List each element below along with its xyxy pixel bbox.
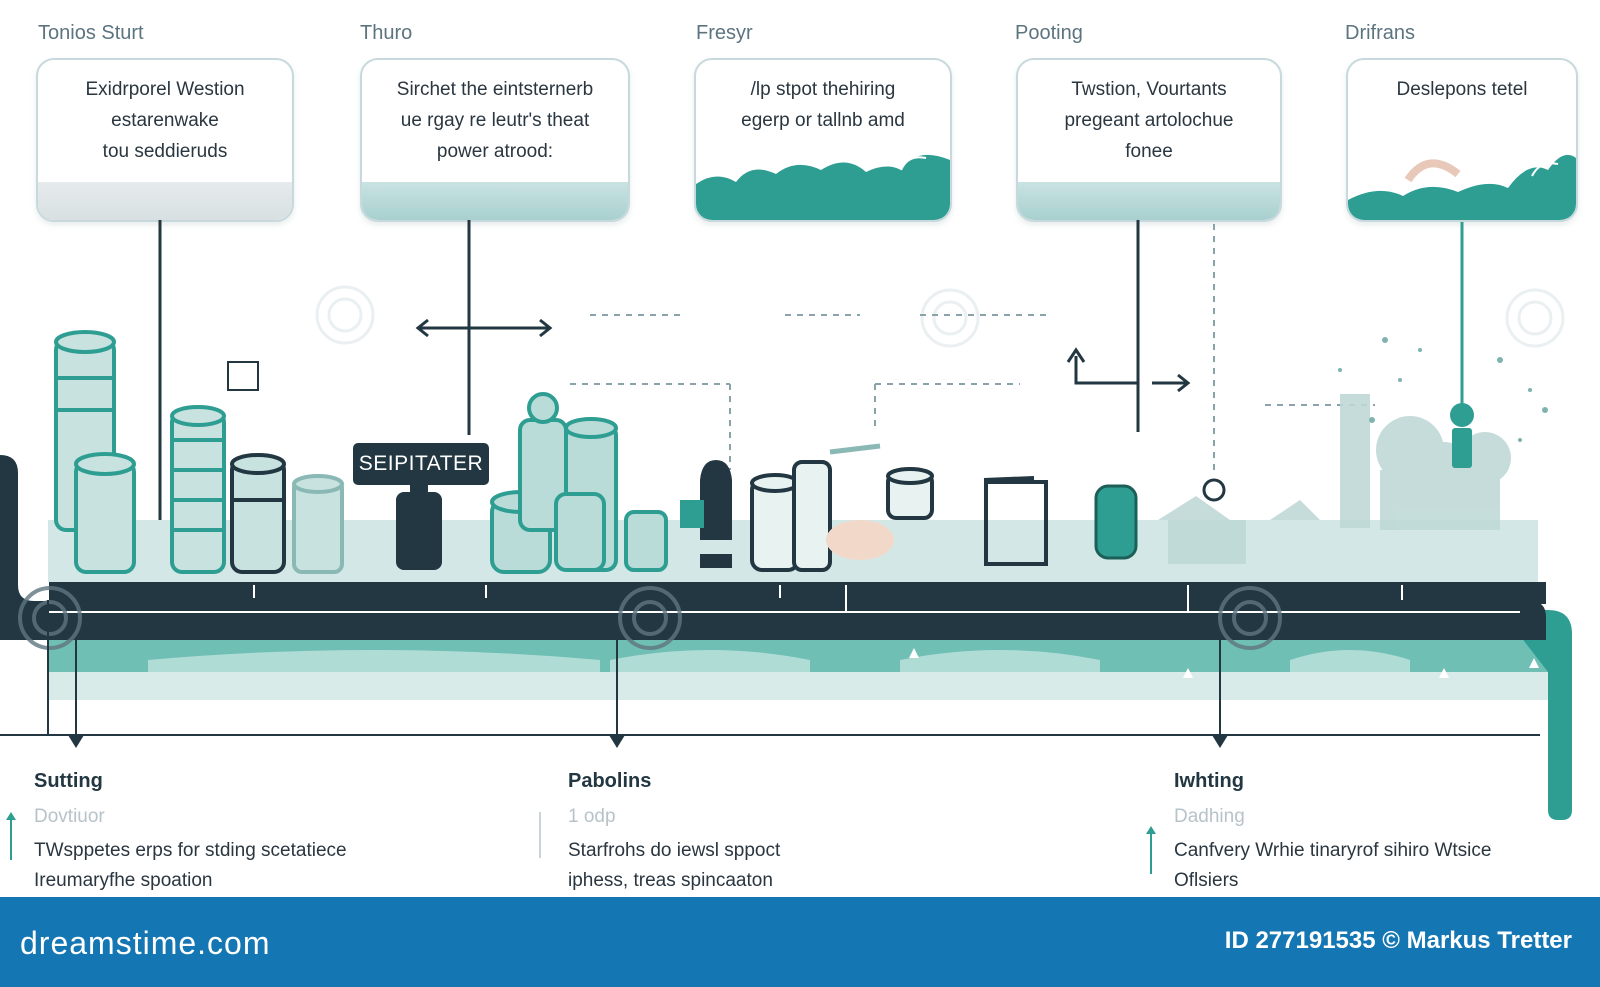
stage-card-text: Exidrporel Westion estarenwake tou seddi… bbox=[85, 79, 245, 162]
card-base bbox=[1018, 182, 1280, 220]
city-icon bbox=[1158, 394, 1511, 564]
machine-icon bbox=[983, 476, 1048, 566]
divider-mark bbox=[539, 812, 541, 858]
phase-3: Iwhting Dadhing Canfvery Wrhie tinaryrof… bbox=[1174, 770, 1491, 891]
tank-cluster-icon bbox=[54, 330, 344, 574]
cylinder-icon bbox=[750, 460, 934, 572]
phase-text: TWsppetes erps for stding scetatiece Ire… bbox=[34, 840, 347, 891]
teal-pipe bbox=[1500, 610, 1572, 820]
up-arrow-icon bbox=[1146, 826, 1156, 874]
phase-title: Sutting bbox=[34, 770, 103, 792]
footer-bar: dreamstime.com ID 277191535 © Markus Tre… bbox=[0, 897, 1600, 987]
phase-title: Pabolins bbox=[568, 770, 652, 792]
stage-card-text: Sirchet the eintsternerb ue rgay re leut… bbox=[396, 79, 594, 162]
particles bbox=[1338, 337, 1548, 442]
phase-1: Sutting Dovtiuor TWsppetes erps for stdi… bbox=[34, 770, 347, 891]
stage-title-3: Fresyr bbox=[696, 22, 753, 44]
scallops bbox=[148, 650, 1410, 672]
phase-pointers bbox=[68, 735, 1228, 748]
stage-card-text: Twstion, Vourtants pregeant artolochue f… bbox=[1064, 79, 1234, 162]
stage-title-2: Thuro bbox=[360, 22, 413, 44]
phase-title: Iwhting bbox=[1174, 770, 1244, 792]
stage-card-text: Deslepons tetel bbox=[1396, 79, 1528, 100]
cloud-icon bbox=[1348, 154, 1576, 220]
stage-card-3: /lp stpot thehiring egerp or tallnb amd bbox=[694, 58, 952, 222]
stage-card-2: Sirchet the eintsternerb ue rgay re leut… bbox=[360, 58, 630, 222]
dispenser-icon bbox=[680, 460, 732, 568]
pipeline-arrows bbox=[909, 648, 1539, 678]
stage-title-1: Tonios Sturt bbox=[38, 22, 144, 44]
jar-icon bbox=[1094, 484, 1138, 560]
lamp-icon bbox=[1450, 403, 1474, 468]
footer-logo[interactable]: dreamstime.com bbox=[20, 925, 271, 961]
pipeline-ticks bbox=[253, 585, 1403, 612]
phase-text: Starfrohs do iewsl sppoct iphess, treas … bbox=[568, 840, 781, 891]
connector-dashes bbox=[570, 224, 1375, 475]
tank-group-icon bbox=[490, 392, 668, 574]
stage-title-4: Pooting bbox=[1015, 22, 1083, 44]
phase-subtitle: 1 odp bbox=[568, 806, 616, 827]
phase-subtitle: Dadhing bbox=[1174, 806, 1245, 827]
stage-card-1: Exidrporel Westion estarenwake tou seddi… bbox=[36, 58, 294, 222]
phase-connectors bbox=[0, 600, 1540, 736]
phase-2: Pabolins 1 odp Starfrohs do iewsl sppoct… bbox=[568, 770, 780, 891]
footer-credit: ID 277191535 © Markus Tretter bbox=[1224, 927, 1572, 954]
phase-subtitle: Dovtiuor bbox=[34, 806, 105, 827]
up-arrow-icon bbox=[6, 812, 16, 860]
phase-text: Canfvery Wrhie tinaryrof sihiro Wtsice O… bbox=[1174, 840, 1492, 891]
pipeline-scene bbox=[0, 220, 1572, 820]
stage-title-5: Drifrans bbox=[1345, 22, 1416, 44]
worker-icon bbox=[826, 443, 894, 560]
node-icon bbox=[1202, 478, 1226, 502]
card-base bbox=[362, 182, 628, 220]
flag-icon bbox=[227, 361, 259, 391]
watermark-icon bbox=[315, 285, 1565, 348]
pipeline-swirl-icon bbox=[18, 586, 1282, 650]
stage-card-text: /lp stpot thehiring egerp or tallnb amd bbox=[741, 79, 905, 131]
arrow-icon bbox=[415, 318, 1191, 393]
card-base bbox=[38, 182, 292, 220]
cloud-icon bbox=[696, 154, 950, 220]
stage-card-5: Deslepons tetel bbox=[1346, 58, 1578, 222]
process-tag: SEIPITATER bbox=[353, 443, 489, 485]
stage-card-4: Twstion, Vourtants pregeant artolochue f… bbox=[1016, 58, 1282, 222]
bottle-icon bbox=[396, 482, 442, 570]
